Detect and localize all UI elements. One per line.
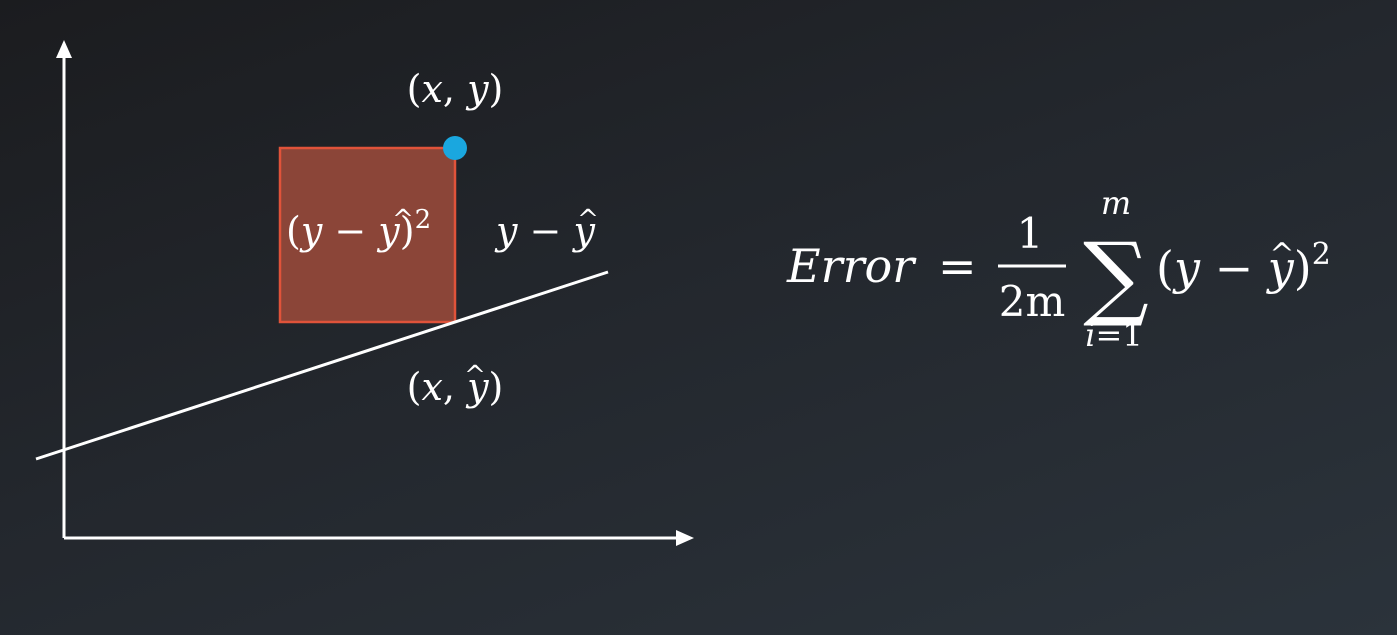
- projection-label: (x, y): [407, 365, 504, 409]
- projection-label-hat: ^: [464, 361, 486, 391]
- formula-term-hat: ^: [1269, 237, 1294, 272]
- square-label-hat: ^: [392, 205, 414, 235]
- data-point: [443, 136, 467, 160]
- residual-label-hat: ^: [577, 205, 599, 235]
- sum-symbol: ∑: [1083, 223, 1149, 330]
- fraction-numerator: 1: [1017, 209, 1044, 258]
- error-formula: Error = 1 2m m ∑ i=1 (y − y)2 ^: [786, 184, 1331, 354]
- square-label: (y − y)2: [286, 205, 431, 253]
- x-axis-arrowhead: [676, 530, 694, 546]
- y-axis-arrowhead: [56, 40, 72, 58]
- regression-line: [35, 270, 609, 461]
- formula-term: (y − y)2: [1156, 237, 1331, 295]
- residual-label: y − y: [494, 209, 595, 253]
- sum-upper-limit: m: [1101, 184, 1131, 222]
- axes: [56, 40, 694, 546]
- fraction-denominator: 2m: [999, 277, 1066, 326]
- point-label: (x, y): [407, 67, 504, 111]
- squared-error-square: [278, 146, 457, 324]
- formula-equals: =: [938, 239, 977, 293]
- formula-lhs: Error: [786, 239, 917, 293]
- sum-lower-limit: i=1: [1085, 316, 1142, 354]
